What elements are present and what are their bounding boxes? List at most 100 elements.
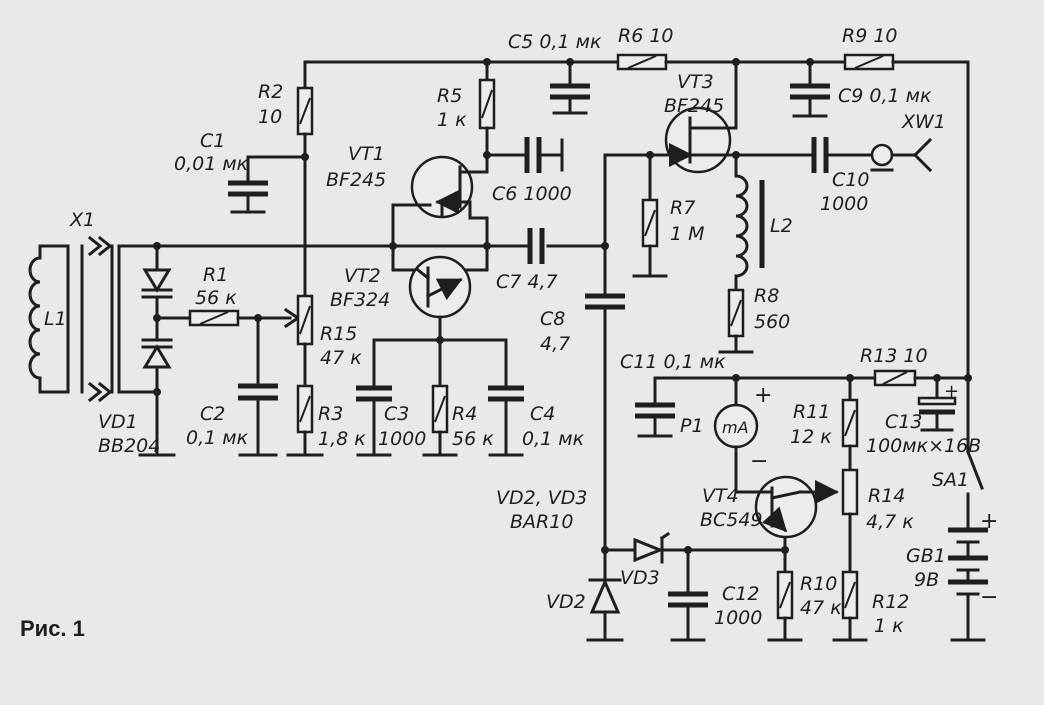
label-vd2-vd3: VD2, VD3 (496, 487, 588, 509)
x1-connector (66, 235, 121, 403)
label-r8: R8 (754, 285, 779, 307)
label-vt3-type: BF245 (664, 95, 724, 117)
label-r12: R12 (872, 591, 909, 613)
label-r2-val: 10 (258, 106, 282, 128)
label-l2: L2 (770, 215, 793, 237)
label-c8-val: 4,7 (540, 333, 570, 355)
label-gb1: GB1 (906, 545, 946, 567)
label-r5: R5 (437, 85, 462, 107)
c12-capacitor (668, 548, 708, 642)
label-c2: C2 (200, 403, 225, 425)
label-vd2-vd3-type: BAR10 (510, 511, 573, 533)
label-c12: C12 (722, 583, 759, 605)
c9-capacitor (790, 60, 830, 118)
label-vt3: VT3 (677, 71, 714, 93)
c13-capacitor (917, 376, 957, 432)
label-vt1: VT1 (348, 143, 385, 165)
label-r15: R15 (320, 323, 357, 345)
vt3-transistor (648, 60, 738, 174)
label-r7-val: 1 М (670, 223, 705, 245)
c2-capacitor (238, 316, 278, 457)
label-r12-val: 1 к (874, 615, 904, 637)
label-r2: R2 (258, 81, 283, 103)
label-xw1: XW1 (901, 111, 946, 133)
label-r10: R10 (800, 573, 837, 595)
r14-potentiometer (841, 468, 859, 516)
label-p1: P1 (680, 415, 704, 437)
xw1-antenna-socket (870, 137, 933, 173)
label-vt4: VT4 (702, 485, 739, 507)
label-c6: C6 1000 (492, 183, 572, 205)
gb1-minus-sign: − (980, 585, 998, 610)
label-c7: C7 4,7 (496, 271, 558, 293)
label-vd1-type: BB204 (98, 435, 160, 457)
label-c11: C11 0,1 мк (620, 351, 726, 373)
vd1-varicap (138, 244, 176, 457)
label-r11-val: 12 к (790, 426, 832, 448)
label-c10-val: 1000 (820, 193, 868, 215)
c5-capacitor (550, 58, 590, 115)
vt2-transistor (408, 255, 472, 342)
label-r6: R6 10 (618, 25, 674, 47)
gb1-plus-sign: + (980, 509, 998, 534)
label-r7: R7 (670, 197, 695, 219)
label-c2-val: 0,1 мк (186, 427, 249, 449)
c8-capacitor (585, 293, 625, 552)
label-r4-val: 56 к (452, 428, 494, 450)
label-r3: R3 (318, 403, 343, 425)
label-c12-val: 1000 (714, 607, 762, 629)
label-c3-val: 1000 (378, 428, 426, 450)
label-r5-val: 1 к (437, 109, 467, 131)
label-r13: R13 10 (860, 345, 928, 367)
label-r10-val: 47 к (800, 597, 842, 619)
label-l1: L1 (44, 308, 67, 330)
c4-capacitor (488, 338, 524, 457)
label-r4: R4 (452, 403, 477, 425)
label-c5: C5 0,1 мк (508, 31, 602, 53)
l1-coil (28, 244, 70, 394)
p1-plus-sign: + (754, 383, 772, 408)
label-p1-meter: mA (722, 418, 749, 437)
label-c4: C4 (530, 403, 555, 425)
label-c1: C1 (200, 130, 225, 152)
label-c13-val: 100мк×16В (866, 435, 981, 457)
label-c10: C10 (832, 169, 869, 191)
gb1-battery (948, 527, 988, 642)
label-r9: R9 10 (842, 25, 898, 47)
label-r15-val: 47 к (320, 347, 362, 369)
c13-plus-sign: + (944, 381, 959, 402)
label-r11: R11 (793, 401, 830, 423)
label-sa1: SA1 (932, 469, 969, 491)
c11-capacitor (635, 376, 675, 438)
label-vt1-type: BF245 (326, 169, 386, 191)
label-vt2-type: BF324 (330, 289, 390, 311)
vt1-transistor (410, 153, 489, 220)
vd3-diode (603, 531, 787, 564)
label-r1-val: 56 к (195, 287, 237, 309)
label-vt2: VT2 (344, 265, 381, 287)
label-c9: C9 0,1 мк (838, 85, 932, 107)
label-c1-val: 0,01 мк (174, 153, 249, 175)
p1-minus-sign: − (750, 449, 768, 474)
c3-capacitor (356, 338, 392, 457)
l2-coil (734, 153, 765, 292)
label-c13: C13 (885, 411, 922, 433)
label-gb1-val: 9В (914, 569, 939, 591)
vd2-diode (586, 548, 624, 642)
c1-capacitor (228, 155, 307, 214)
label-vt4-type: BC549 (700, 509, 763, 531)
label-r8-val: 560 (754, 311, 790, 333)
vt4-transistor (734, 475, 839, 539)
label-c8: C8 (540, 308, 565, 330)
sa1-switch (966, 376, 984, 532)
label-vd1: VD1 (98, 411, 138, 433)
label-r3-val: 1,8 к (318, 428, 366, 450)
label-r1: R1 (203, 264, 228, 286)
label-vd2: VD2 (546, 591, 586, 613)
label-x1: X1 (69, 209, 95, 231)
figure-label: Рис. 1 (20, 616, 85, 641)
label-c3: C3 (384, 403, 409, 425)
label-r14-val: 4,7 к (866, 511, 914, 533)
